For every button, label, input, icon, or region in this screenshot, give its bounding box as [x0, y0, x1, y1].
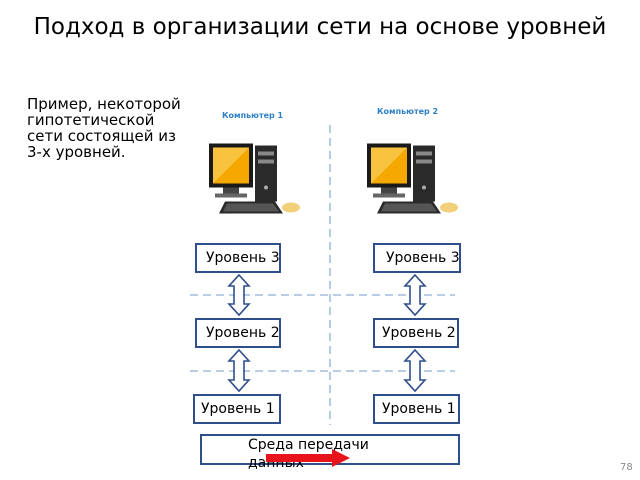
- computer-1-label: Компьютер 1: [222, 111, 284, 120]
- left-level-1-box: Уровень 1: [193, 394, 281, 424]
- left-level-2-box: Уровень 2: [195, 318, 281, 348]
- red-transfer-arrow: [266, 449, 350, 467]
- right-level-3-box: Уровень 3: [373, 243, 461, 273]
- left-arrow-2-1: [227, 348, 251, 393]
- right-level-2-box: Уровень 2: [373, 318, 459, 348]
- left-arrow-3-2: [227, 273, 251, 317]
- right-arrow-3-2: [403, 273, 427, 317]
- example-description: Пример, некоторой гипотетической сети со…: [27, 95, 181, 161]
- page-number: 78: [620, 462, 633, 473]
- left-level-3-box: Уровень 3: [195, 243, 281, 273]
- computer-2-label: Компьютер 2: [377, 107, 439, 116]
- slide-title: Подход в организации сети на основе уров…: [33, 14, 607, 40]
- computer-2-icon: [367, 143, 458, 214]
- transmission-medium-label: Среда передачи данных: [248, 437, 369, 471]
- right-level-1-box: Уровень 1: [373, 394, 460, 424]
- computer-1-icon: [209, 143, 300, 214]
- right-arrow-2-1: [403, 348, 427, 393]
